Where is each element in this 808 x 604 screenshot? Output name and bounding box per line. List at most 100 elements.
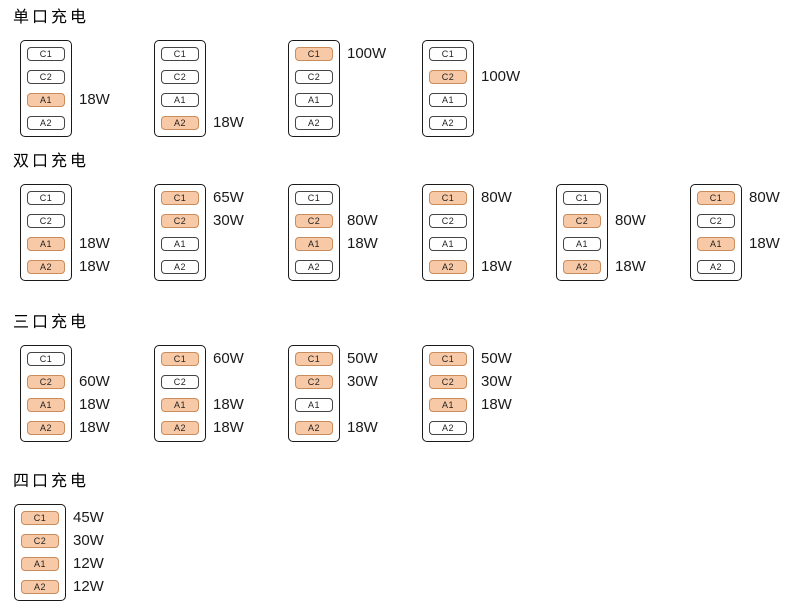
port-c1-active: C1 (21, 511, 59, 525)
power-value: 60W (213, 349, 244, 367)
power-value-empty (79, 351, 110, 365)
port-label: C1 (173, 193, 187, 203)
power-value: 18W (79, 257, 110, 275)
power-value-empty (213, 236, 244, 250)
power-value-empty (79, 213, 110, 227)
power-value-empty (749, 213, 780, 227)
port-label: A2 (39, 423, 52, 433)
port-label: C1 (709, 193, 723, 203)
power-value-empty (347, 397, 378, 411)
port-label: C1 (441, 354, 455, 364)
port-c2: C2 (161, 70, 199, 84)
power-column: 18W (213, 40, 244, 137)
port-label: A2 (575, 262, 588, 272)
port-c1: C1 (161, 47, 199, 61)
port-a1-active: A1 (27, 93, 65, 107)
port-label: C2 (709, 216, 723, 226)
power-value: 18W (79, 395, 110, 413)
power-value-empty (79, 190, 110, 204)
port-label: A2 (33, 582, 46, 592)
power-value: 18W (79, 234, 110, 252)
power-value: 80W (481, 188, 512, 206)
port-a1: A1 (429, 237, 467, 251)
power-value-empty (79, 46, 110, 60)
port-label: C2 (307, 72, 321, 82)
port-a2-active: A2 (161, 116, 199, 130)
power-value: 80W (749, 188, 780, 206)
port-label: C1 (39, 49, 53, 59)
port-label: C2 (33, 536, 47, 546)
port-c2: C2 (697, 214, 735, 228)
power-value: 50W (347, 349, 378, 367)
port-label: C1 (441, 49, 455, 59)
port-label: C1 (39, 354, 53, 364)
power-column: 100W (481, 40, 520, 137)
port-a2: A2 (27, 116, 65, 130)
port-a1: A1 (563, 237, 601, 251)
port-label: A2 (441, 118, 454, 128)
port-a1: A1 (295, 93, 333, 107)
section-title: 四口充电 (13, 473, 90, 490)
power-value: 65W (213, 188, 244, 206)
port-a2: A2 (429, 116, 467, 130)
power-value-empty (481, 213, 512, 227)
section-title: 三口充电 (13, 314, 90, 331)
port-label: A1 (307, 95, 320, 105)
port-c2: C2 (295, 70, 333, 84)
power-value: 30W (213, 211, 244, 229)
port-c2-active: C2 (21, 534, 59, 548)
power-value: 18W (213, 418, 244, 436)
port-label: C2 (307, 216, 321, 226)
port-label: C1 (307, 354, 321, 364)
power-value: 12W (73, 577, 104, 595)
power-value: 18W (749, 234, 780, 252)
power-value-empty (347, 190, 378, 204)
port-label: A2 (39, 118, 52, 128)
port-label: C2 (39, 72, 53, 82)
port-a1: A1 (429, 93, 467, 107)
port-c2-active: C2 (563, 214, 601, 228)
power-value: 100W (347, 44, 387, 62)
port-label: C1 (307, 193, 321, 203)
port-label: A1 (441, 400, 454, 410)
port-label: A1 (173, 400, 186, 410)
port-label: A1 (307, 400, 320, 410)
port-c1-active: C1 (429, 191, 467, 205)
port-label: C2 (441, 72, 455, 82)
port-a1-active: A1 (295, 237, 333, 251)
port-label: C1 (173, 49, 187, 59)
power-value: 18W (213, 113, 244, 131)
power-value: 18W (79, 418, 110, 436)
port-c2: C2 (27, 214, 65, 228)
port-c2-active: C2 (27, 375, 65, 389)
port-label: A2 (441, 423, 454, 433)
port-c1: C1 (27, 191, 65, 205)
power-value-empty (213, 46, 244, 60)
port-label: A2 (39, 262, 52, 272)
section-title: 双口充电 (13, 153, 90, 170)
power-value: 80W (615, 211, 646, 229)
